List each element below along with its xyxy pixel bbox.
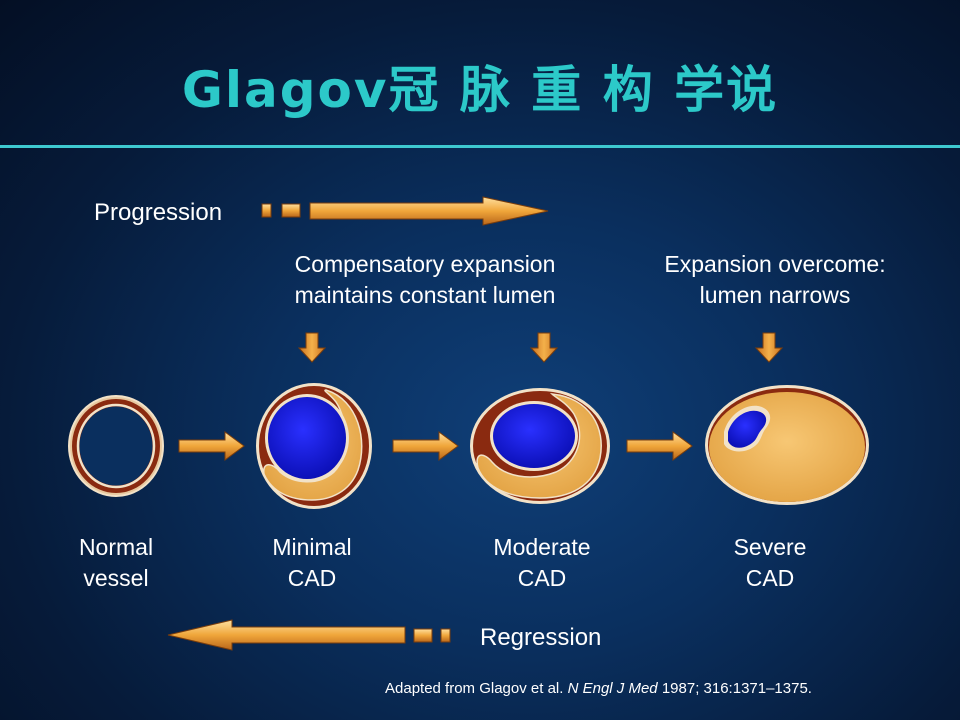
down-arrow-moderate xyxy=(529,332,559,363)
minimal-cad-vessel xyxy=(256,383,372,509)
severe-lumen xyxy=(728,410,767,448)
stage-label-line1: Minimal xyxy=(272,534,352,560)
citation-journal: N Engl J Med xyxy=(567,680,658,697)
stage-arrow-3 xyxy=(626,431,693,461)
normal-vessel xyxy=(68,395,164,497)
stage-label-severe: Severe CAD xyxy=(710,532,830,594)
stage-label-line2: CAD xyxy=(517,565,567,591)
stage-arrow-1 xyxy=(178,431,245,461)
severe-cad-vessel xyxy=(705,385,869,505)
stage-label-line1: Moderate xyxy=(493,534,591,560)
stage-label-normal: Normal vessel xyxy=(56,532,176,594)
minimal-lumen xyxy=(268,397,346,479)
stage-label-line2: vessel xyxy=(83,565,149,591)
compensatory-line-1: Compensatory expansion xyxy=(294,251,556,277)
stage-label-minimal: Minimal CAD xyxy=(252,532,372,594)
stage-label-moderate: Moderate CAD xyxy=(482,532,602,594)
compensatory-annotation: Compensatory expansion maintains constan… xyxy=(255,249,595,311)
progression-arrow xyxy=(261,196,549,226)
overcome-line-2: lumen narrows xyxy=(699,282,851,308)
down-arrow-severe xyxy=(754,332,784,363)
page-title: Glagov冠 脉 重 构 学说 xyxy=(181,61,779,119)
progression-label: Progression xyxy=(94,199,223,226)
moderate-plaque xyxy=(476,393,602,499)
normal-lumen xyxy=(79,406,153,486)
citation-prefix: Adapted from Glagov et al. xyxy=(385,680,568,697)
stage-arrow-2 xyxy=(392,431,459,461)
stage-label-line1: Normal xyxy=(78,534,154,560)
moderate-cad-vessel xyxy=(470,388,610,504)
compensatory-line-2: maintains constant lumen xyxy=(294,282,556,308)
stage-label-line1: Severe xyxy=(733,534,807,560)
minimal-plaque xyxy=(263,389,363,501)
regression-label: Regression xyxy=(480,624,602,651)
citation-suffix: 1987; 316:1371–1375. xyxy=(657,680,812,697)
overcome-line-1: Expansion overcome: xyxy=(664,251,886,277)
regression-arrow xyxy=(167,619,451,651)
title-divider xyxy=(0,145,960,148)
moderate-lumen xyxy=(493,404,575,468)
stage-label-line2: CAD xyxy=(745,565,795,591)
down-arrow-minimal xyxy=(297,332,327,363)
citation: Adapted from Glagov et al. N Engl J Med … xyxy=(385,680,812,697)
stage-label-line2: CAD xyxy=(287,565,337,591)
overcome-annotation: Expansion overcome: lumen narrows xyxy=(640,249,910,311)
